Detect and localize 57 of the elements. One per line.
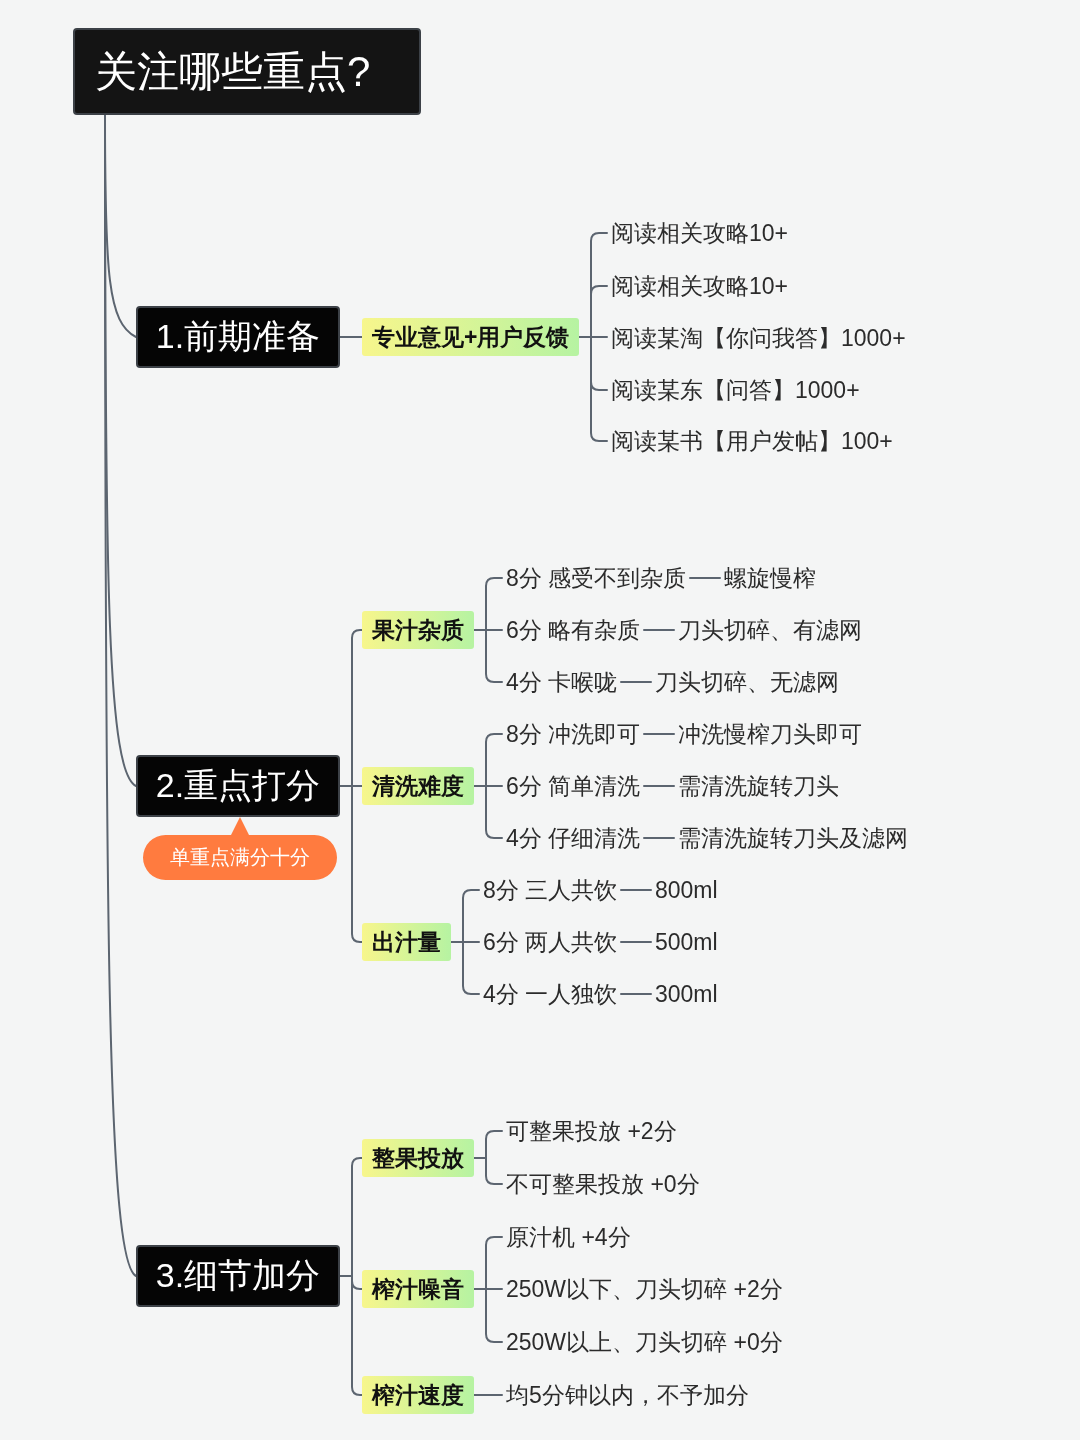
connector-line xyxy=(620,889,652,891)
detail-text: 8分 感受不到杂质 xyxy=(502,561,691,595)
connector-line xyxy=(339,1275,363,1396)
subtopic-tag: 清洗难度 xyxy=(362,767,474,805)
subtopic-tag: 整果投放 xyxy=(362,1139,474,1177)
detail-text: 4分 仔细清洗 xyxy=(502,821,645,855)
detail-text: 6分 略有杂质 xyxy=(502,613,645,647)
connector-line xyxy=(620,681,652,683)
subtopic-tag: 专业意见+用户反馈 xyxy=(362,318,580,356)
connector-line xyxy=(473,1394,503,1396)
detail-text: 8分 三人共饮 xyxy=(479,873,622,907)
main-topic: 3.细节加分 xyxy=(136,1245,340,1307)
detail-text: 6分 两人共饮 xyxy=(479,925,622,959)
detail-text: 4分 一人独饮 xyxy=(479,977,622,1011)
detail-text: 阅读相关攻略10+ xyxy=(607,216,792,250)
result-text: 均5分钟以内，不予加分 xyxy=(502,1378,753,1412)
detail-text: 可整果投放 +2分 xyxy=(502,1114,681,1148)
connector-line xyxy=(339,336,363,338)
detail-text: 原汁机 +4分 xyxy=(502,1220,635,1254)
detail-text: 6分 简单清洗 xyxy=(502,769,645,803)
connector-line xyxy=(473,1288,503,1343)
detail-text: 250W以下、刀头切碎 +2分 xyxy=(502,1272,787,1306)
connector-line xyxy=(643,629,675,631)
detail-text: 不可整果投放 +0分 xyxy=(502,1167,704,1201)
result-text: 300ml xyxy=(651,977,722,1011)
subtopic-tag: 果汁杂质 xyxy=(362,611,474,649)
main-topic: 2.重点打分 xyxy=(136,755,340,817)
subtopic-tag: 榨汁噪音 xyxy=(362,1270,474,1308)
detail-text: 4分 卡喉咙 xyxy=(502,665,622,699)
callout-text: 单重点满分十分 xyxy=(169,845,311,870)
connector-line xyxy=(473,1157,503,1185)
detail-text: 250W以上、刀头切碎 +0分 xyxy=(502,1325,787,1359)
result-text: 需清洗旋转刀头 xyxy=(674,769,843,803)
result-text: 500ml xyxy=(651,925,722,959)
result-text: 需清洗旋转刀头及滤网 xyxy=(674,821,912,855)
root-topic: 关注哪些重点? xyxy=(73,28,421,115)
detail-text: 阅读相关攻略10+ xyxy=(607,269,792,303)
connector-line xyxy=(643,785,675,787)
result-text: 刀头切碎、无滤网 xyxy=(651,665,843,699)
result-text: 刀头切碎、有滤网 xyxy=(674,613,866,647)
detail-text: 阅读某东【问答】1000+ xyxy=(607,373,864,407)
detail-text: 阅读某书【用户发帖】100+ xyxy=(607,424,897,458)
result-text: 螺旋慢榨 xyxy=(720,561,820,595)
detail-text: 阅读某淘【你问我答】1000+ xyxy=(607,321,910,355)
callout-bubble xyxy=(143,817,337,880)
subtopic-tag: 出汁量 xyxy=(362,923,451,961)
detail-text: 8分 冲洗即可 xyxy=(502,717,645,751)
connector-line xyxy=(620,941,652,943)
connector-line xyxy=(643,837,675,839)
connector-line xyxy=(578,336,608,442)
connector-line xyxy=(620,993,652,995)
main-topic: 1.前期准备 xyxy=(136,306,340,368)
result-text: 800ml xyxy=(651,873,722,907)
result-text: 冲洗慢榨刀头即可 xyxy=(674,717,866,751)
subtopic-tag: 榨汁速度 xyxy=(362,1376,474,1414)
connector-line xyxy=(643,733,675,735)
connector-line xyxy=(689,577,721,579)
